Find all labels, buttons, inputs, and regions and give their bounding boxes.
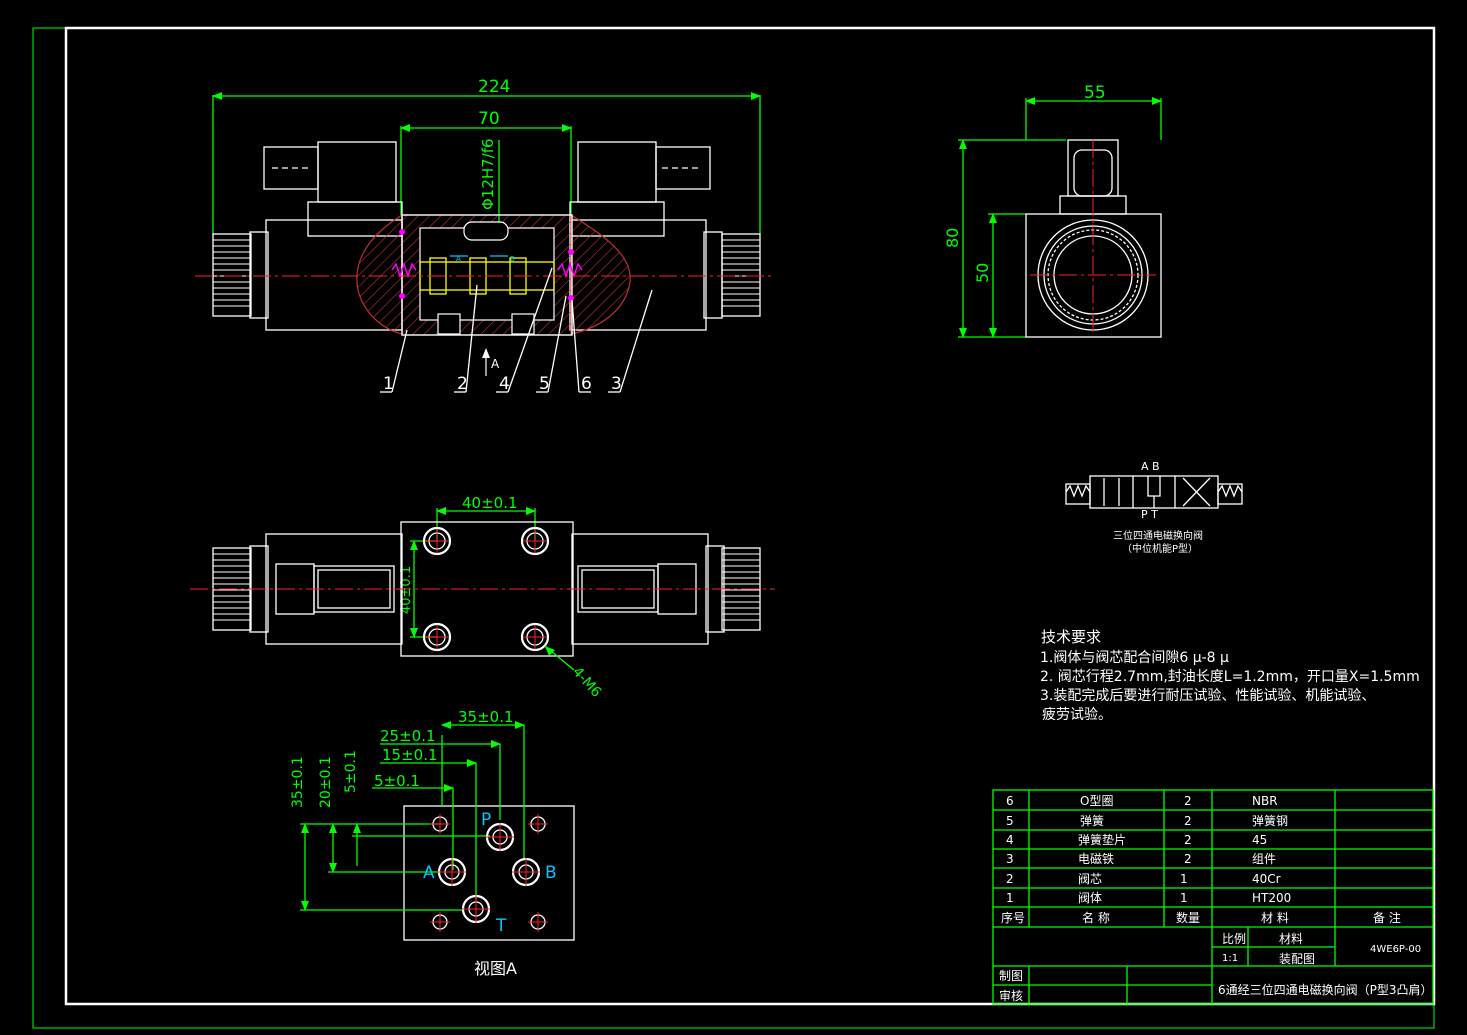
drawn-label: 制图 <box>999 969 1023 983</box>
front-view: 224 70 Φ12H7/f6 <box>195 77 775 394</box>
bom-header-qty: 数量 <box>1176 910 1200 925</box>
dim-a-35h: 35±0.1 <box>458 708 514 726</box>
view-a: 35±0.1 25±0.1 15±0.1 5±0.1 35±0.1 20±0.1… <box>290 708 575 978</box>
svg-text:A: A <box>456 255 461 263</box>
inner-frame <box>64 26 1436 1006</box>
bom-row5-mat: 40Cr <box>1252 872 1281 886</box>
leader-3: 3 <box>611 374 622 394</box>
dim-a-20v: 20±0.1 <box>318 756 334 808</box>
dim-70: 70 <box>478 109 500 129</box>
tech-line-2: 2. 阀芯行程2.7mm,封油长度L=1.2mm，开口量X=1.5mm <box>1040 669 1420 685</box>
dim-55: 55 <box>1084 83 1106 103</box>
title-block <box>992 789 1434 1005</box>
dim-40-v: 40±0.1 <box>399 566 414 614</box>
dim-a-35v: 35±0.1 <box>290 756 306 808</box>
side-view: 55 80 50 <box>943 83 1162 338</box>
bom-row4-name: 电磁铁 <box>1078 851 1114 866</box>
outer-frame <box>32 27 1435 1029</box>
symbol-caption-2: （中位机能P型） <box>1122 542 1198 555</box>
scale-label: 比例 <box>1222 932 1246 946</box>
port-b: B <box>545 863 557 883</box>
top-view: 40±0.1 40±0.1 <box>190 494 775 701</box>
bom-row4-qty: 2 <box>1184 852 1192 866</box>
drawing-type: 装配图 <box>1279 952 1315 966</box>
dim-a-25h: 25±0.1 <box>380 727 436 745</box>
bom-row1-qty: 2 <box>1184 794 1192 808</box>
dim-50: 50 <box>973 263 992 283</box>
tech-title: 技术要求 <box>1041 628 1101 646</box>
bom-row2-name: 弹簧 <box>1080 813 1104 828</box>
dim-40-h: 40±0.1 <box>462 494 518 512</box>
symbol-caption-1: 三位四通电磁换向阀 <box>1113 529 1203 542</box>
holes-4-m6: 4-M6 <box>569 664 604 701</box>
bom-row1-name: O型圈 <box>1080 794 1113 808</box>
bom-row5-name: 阀芯 <box>1078 872 1102 886</box>
view-arrow-label: A <box>491 357 500 371</box>
dim-a-5v: 5±0.1 <box>343 750 359 793</box>
bom-row2-no: 5 <box>1006 814 1014 828</box>
bom-row3-qty: 2 <box>1184 833 1192 847</box>
view-a-title: 视图A <box>474 959 517 978</box>
dim-224: 224 <box>478 77 510 97</box>
material-label: 材料 <box>1279 932 1303 946</box>
dim-bore: Φ12H7/f6 <box>479 138 497 210</box>
bom-row3-no: 4 <box>1006 833 1014 847</box>
bom-row4-no: 3 <box>1006 852 1014 866</box>
checked-label: 审核 <box>999 988 1023 1003</box>
bom-row1-no: 6 <box>1006 794 1014 808</box>
bom-row5-qty: 1 <box>1180 872 1188 886</box>
port-p: P <box>481 810 491 830</box>
bom-row3-name: 弹簧垫片 <box>1078 832 1126 847</box>
bom-row6-qty: 1 <box>1180 891 1188 905</box>
bom-header-name: 名 称 <box>1082 910 1110 925</box>
dim-a-5h: 5±0.1 <box>374 772 420 790</box>
svg-text:B: B <box>510 255 515 263</box>
bom-row3-mat: 45 <box>1252 833 1267 847</box>
bom-row6-mat: HT200 <box>1252 891 1291 905</box>
hydraulic-symbol: A B P T 三位四通电磁换向阀 （中位机能P型） <box>1065 460 1243 555</box>
leader-1: 1 <box>383 374 394 394</box>
scale-value: 1:1 <box>1222 953 1238 964</box>
bom-row5-no: 2 <box>1006 872 1014 886</box>
drawing-title: 6通经三位四通电磁换向阀（P型3凸肩） <box>1218 982 1433 997</box>
tech-requirements: 技术要求 1.阀体与阀芯配合间隙6 μ-8 μ 2. 阀芯行程2.7mm,封油长… <box>1040 628 1420 723</box>
bom-row1-mat: NBR <box>1252 794 1278 808</box>
leader-6: 6 <box>581 374 592 394</box>
port-a: A <box>423 863 435 883</box>
bom-row6-no: 1 <box>1006 891 1014 905</box>
leader-5: 5 <box>539 374 550 394</box>
tech-line-4: 疲劳试验。 <box>1042 706 1112 723</box>
bom-row2-qty: 2 <box>1184 814 1192 828</box>
dim-80: 80 <box>943 228 962 248</box>
bom-header-mat: 材 料 <box>1261 911 1289 925</box>
port-t: T <box>495 916 507 936</box>
bom-header-no: 序号 <box>1001 910 1025 925</box>
leader-2: 2 <box>457 374 468 394</box>
bom-row2-mat: 弹簧钢 <box>1252 813 1288 828</box>
drawing-number: 4WE6P-00 <box>1370 944 1421 955</box>
dim-a-15h: 15±0.1 <box>382 746 438 764</box>
bom-row4-mat: 组件 <box>1252 852 1276 866</box>
tech-line-3: 3.装配完成后要进行耐压试验、性能试验、机能试验、 <box>1040 688 1375 704</box>
symbol-bottom-ports: P T <box>1141 508 1158 521</box>
bom-texts: 6 O型圈 2 NBR 5 弹簧 2 弹簧钢 4 弹簧垫片 2 45 3 电磁铁… <box>999 794 1433 1003</box>
bom-row6-name: 阀体 <box>1078 891 1102 905</box>
bom-header-remark: 备 注 <box>1373 910 1401 925</box>
leader-4: 4 <box>499 374 510 394</box>
tech-line-1: 1.阀体与阀芯配合间隙6 μ-8 μ <box>1040 650 1229 666</box>
symbol-top-ports: A B <box>1141 460 1160 473</box>
